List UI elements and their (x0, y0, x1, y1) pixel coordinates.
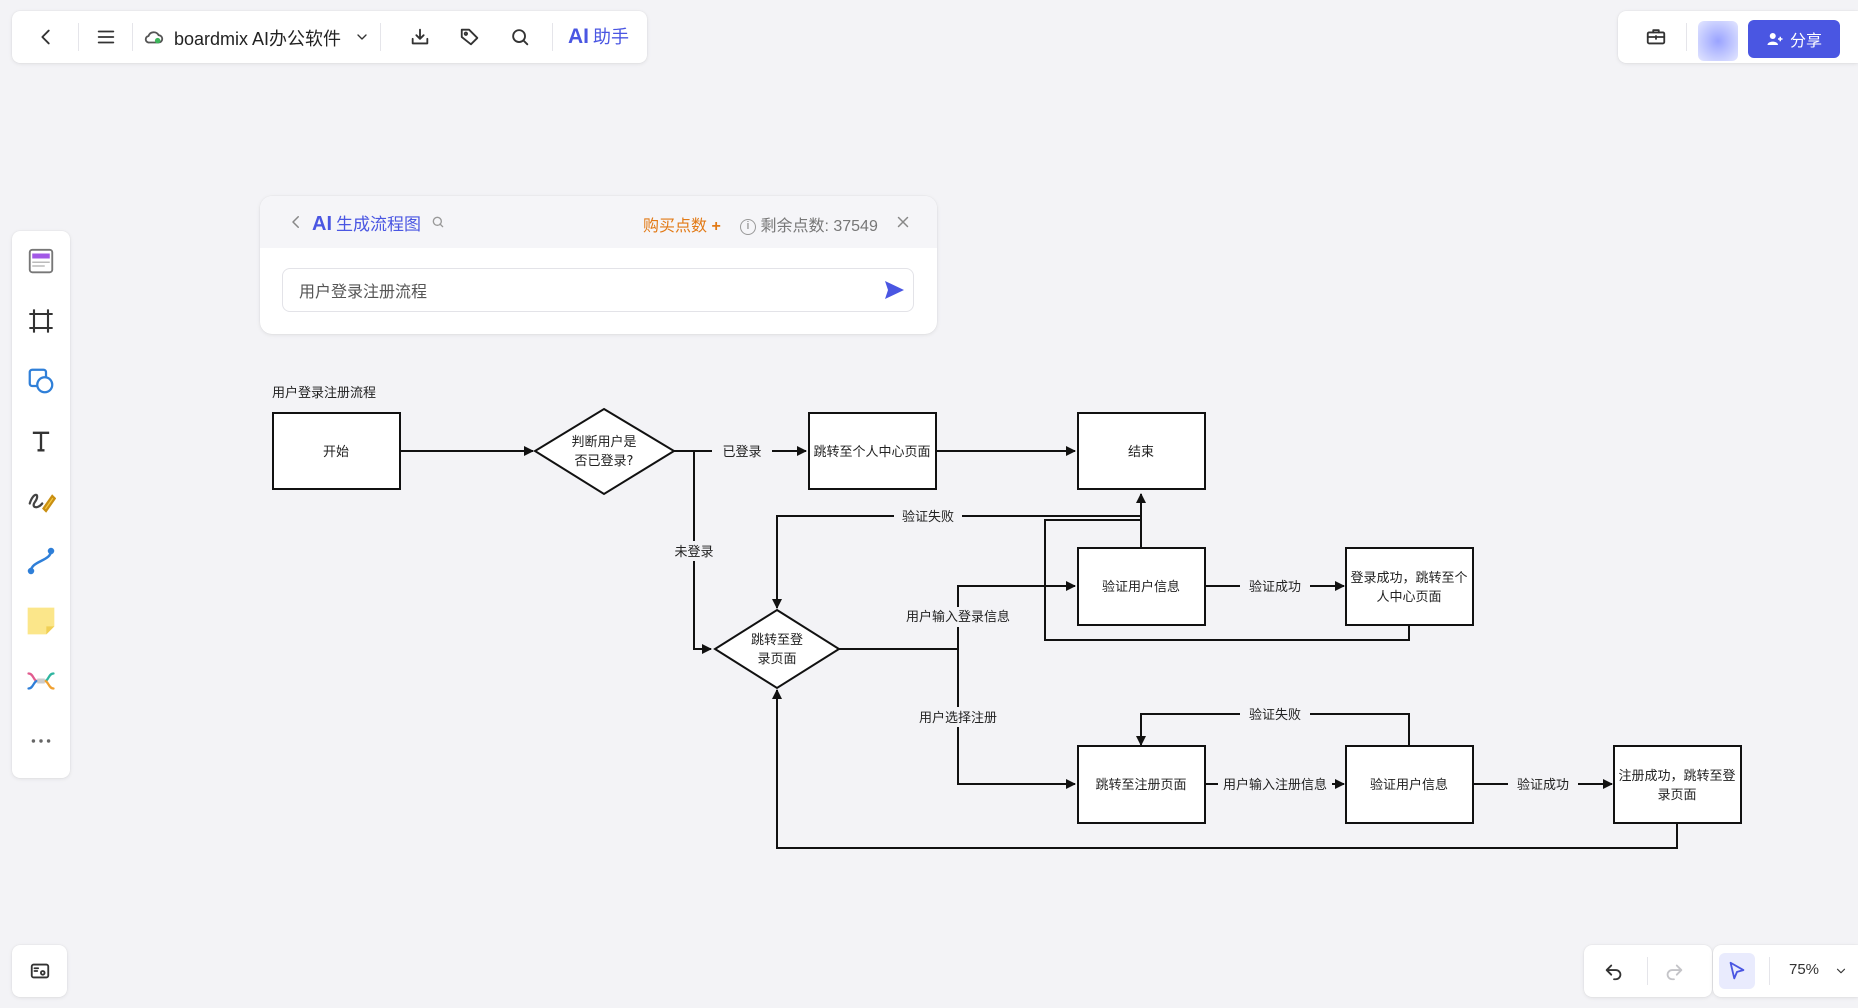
toolbox-icon[interactable] (1638, 19, 1674, 55)
add-user-icon (1767, 33, 1783, 45)
search-icon[interactable] (502, 19, 538, 55)
more-icon[interactable] (23, 723, 59, 759)
node-check-login[interactable]: 判断用户是 否已登录? (533, 407, 676, 496)
edge-label: 验证成功 (1249, 579, 1301, 595)
redo-icon[interactable] (1656, 953, 1692, 989)
shapes-icon[interactable] (23, 363, 59, 399)
frame-icon[interactable] (23, 303, 59, 339)
zoom-toolbar: 75% (1713, 945, 1858, 997)
buy-points-link[interactable]: 购买点数 + (643, 212, 721, 236)
zoom-level[interactable]: 75% (1789, 961, 1820, 978)
ai-panel-title-text: 生成流程图 (336, 215, 421, 234)
flowchart-title: 用户登录注册流程 (272, 385, 376, 401)
svg-text:登录成功，跳转至个: 登录成功，跳转至个 (1350, 571, 1467, 586)
edge-register-to-login (772, 689, 1678, 849)
close-icon[interactable] (885, 204, 921, 240)
edge-label: 用户选择注册 (919, 710, 997, 726)
share-button[interactable]: 分享 (1748, 20, 1840, 58)
edge-login-success-loop (1044, 519, 1410, 641)
svg-text:验证用户信息: 验证用户信息 (1370, 777, 1448, 793)
node-verify-login[interactable]: 验证用户信息 (1077, 547, 1206, 626)
svg-text:判断用户是: 判断用户是 (571, 434, 636, 450)
remaining-points-label: 剩余点数: 37549 (760, 218, 878, 235)
edge-label: 验证成功 (1517, 777, 1569, 793)
edge-label: 未登录 (674, 545, 713, 560)
minimap-button[interactable] (12, 945, 67, 997)
edge-choose-register (957, 649, 1076, 789)
history-toolbar (1584, 945, 1712, 997)
ai-assistant-label: 助手 (593, 27, 629, 47)
top-right-toolbar: 分享 (1618, 11, 1858, 63)
svg-text:否已登录?: 否已登录? (575, 454, 634, 469)
edge-label: 验证失败 (902, 509, 954, 525)
send-icon[interactable] (876, 272, 912, 308)
sticky-note-icon[interactable] (23, 603, 59, 639)
svg-text:跳转至登: 跳转至登 (751, 633, 803, 648)
svg-text:录页面: 录页面 (757, 652, 796, 667)
undo-icon[interactable] (1596, 953, 1632, 989)
connector-icon[interactable] (23, 543, 59, 579)
back-icon[interactable] (28, 19, 64, 55)
share-label: 分享 (1789, 33, 1822, 50)
svg-text:跳转至个人中心页面: 跳转至个人中心页面 (813, 445, 930, 460)
node-to-login-page[interactable]: 跳转至登 录页面 (713, 608, 841, 690)
node-login-success[interactable]: 登录成功，跳转至个 人中心页面 (1345, 547, 1474, 626)
zoom-dropdown-icon[interactable] (1829, 953, 1853, 989)
cloud-saved-icon (136, 19, 172, 55)
info-icon: i (740, 218, 756, 235)
edge-label: 验证失败 (1249, 707, 1301, 723)
node-to-profile[interactable]: 跳转至个人中心页面 (808, 412, 937, 490)
ai-logo: AI (568, 25, 589, 48)
svg-text:开始: 开始 (323, 445, 349, 460)
buy-points-label: 购买点数 (643, 218, 708, 235)
ai-prompt-value: 用户登录注册流程 (299, 282, 428, 301)
avatar[interactable] (1698, 21, 1738, 61)
svg-text:人中心页面: 人中心页面 (1376, 590, 1441, 605)
pen-icon[interactable] (23, 483, 59, 519)
node-verify-register[interactable]: 验证用户信息 (1345, 745, 1474, 824)
ai-logo: AI (312, 213, 332, 235)
node-register-success[interactable]: 注册成功，跳转至登 录页面 (1613, 745, 1742, 824)
ai-prompt-input[interactable]: 用户登录注册流程 (282, 268, 914, 312)
svg-text:跳转至注册页面: 跳转至注册页面 (1095, 778, 1186, 793)
text-icon[interactable] (23, 423, 59, 459)
svg-text:注册成功，跳转至登: 注册成功，跳转至登 (1618, 769, 1735, 784)
mindmap-icon[interactable] (23, 663, 59, 699)
node-to-register[interactable]: 跳转至注册页面 (1077, 745, 1206, 824)
svg-text:验证用户信息: 验证用户信息 (1102, 579, 1180, 595)
svg-text:结束: 结束 (1128, 445, 1154, 460)
help-search-icon[interactable] (426, 204, 450, 240)
select-cursor-icon[interactable] (1719, 953, 1755, 989)
minimap-icon (22, 953, 58, 989)
edge-label: 用户输入注册信息 (1223, 777, 1327, 793)
remaining-points: i 剩余点数: 37549 (740, 212, 878, 236)
tag-icon[interactable] (452, 19, 488, 55)
node-start[interactable]: 开始 (272, 412, 401, 490)
template-icon[interactable] (23, 243, 59, 279)
chevron-down-icon[interactable] (350, 19, 374, 55)
left-toolbar (12, 231, 70, 778)
edge-label: 用户输入登录信息 (906, 609, 1010, 625)
flowchart-edges (400, 446, 1678, 849)
document-title[interactable]: boardmix AI办公软件 (174, 29, 342, 49)
menu-icon[interactable] (88, 19, 124, 55)
download-icon[interactable] (402, 19, 438, 55)
svg-text:录页面: 录页面 (1657, 788, 1696, 803)
edge-label: 已登录 (722, 445, 761, 460)
node-end[interactable]: 结束 (1077, 412, 1206, 490)
back-icon[interactable] (278, 204, 314, 240)
plus-icon: + (711, 218, 721, 235)
